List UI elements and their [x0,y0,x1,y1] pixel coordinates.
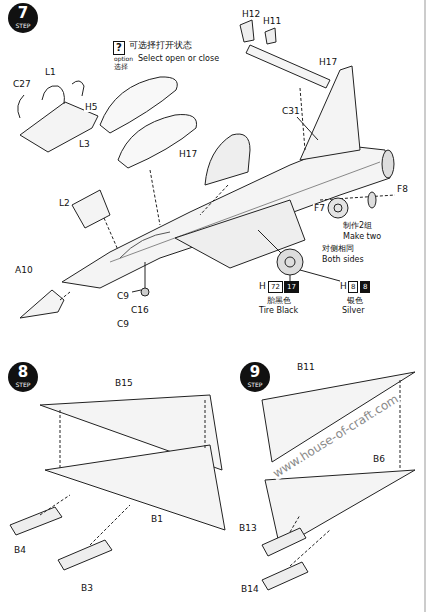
note-text: 银色 [346,297,364,305]
part-label: B14 [240,585,260,594]
part-label: C16 [130,306,150,315]
note-text: Make two [342,233,382,241]
canopy-open [118,115,197,168]
note-text: Tire Black [258,307,299,315]
canopy-frame-l3 [20,102,98,152]
part-label: L1 [44,68,57,77]
part-h11 [265,28,276,44]
wing-upper-b11 [262,372,415,462]
part-l1 [42,86,64,104]
option-icon: ? [113,41,125,55]
part-label: B1 [150,515,164,524]
color-chip: 72 [268,281,283,293]
note-text: Select open or close [137,55,220,63]
node-text: 8 [351,283,355,291]
exhaust-nozzle [382,150,394,178]
step-badge: 8STEP [8,362,38,392]
part-h12 [240,20,254,42]
part-label: H17 [178,150,198,159]
color-chip: 8 [360,281,370,293]
part-label: B13 [238,524,258,533]
color-chip: 8 [348,281,358,293]
part-label: L3 [78,140,91,149]
windscreen-h17 [205,134,250,185]
part-h5 [72,81,84,96]
part-label: C9 [116,320,130,329]
part-label: F7 [313,204,326,213]
wing-lower-b1 [45,445,225,530]
color-chip: 17 [284,281,299,293]
part-label: H5 [84,103,99,112]
step-number: 7 [8,3,38,22]
node-text: 8 [363,283,367,291]
step-word: STEP [8,381,38,388]
note-text: Both sides [321,256,365,264]
flap-b3 [58,540,112,570]
note-text: Silver [341,307,365,315]
part-label: L2 [58,199,71,208]
cockpit-opening [120,232,170,258]
flap-b14 [262,562,308,590]
note-text: 胎黑色 [266,297,292,305]
part-label: B15 [114,379,134,388]
part-label: H12 [241,10,261,19]
part-label: C9 [116,292,130,301]
part-label: H17 [318,58,338,67]
node-text: ? [116,42,122,53]
step-word: STEP [8,22,38,29]
part-label: C31 [281,107,301,116]
flap-b13 [262,528,306,556]
step-number: 9 [240,362,270,381]
part-label: B6 [372,455,386,464]
nose-cone [20,290,64,318]
node-text: 72 [271,283,280,291]
part-label: A10 [14,266,34,275]
step-number: 8 [8,362,38,381]
part-label: B4 [13,546,27,555]
part-label: B11 [296,363,316,372]
part-label: C27 [12,80,32,89]
step-badge: 9STEP [240,362,270,392]
wheel-f7 [328,198,348,218]
part-l2 [72,190,110,228]
part-label: H [339,282,348,291]
note-text: 选择 [113,64,129,71]
hub-f8 [368,192,376,208]
part-label: H11 [262,17,282,26]
step-badge: 7STEP [8,3,38,33]
part-label: B3 [80,584,94,593]
part-c27 [18,95,24,118]
part-label: F8 [396,185,409,194]
note-text: 制作2组 [342,222,373,230]
step-word: STEP [240,381,270,388]
node-text: 17 [287,283,296,291]
part-label: H [258,282,267,291]
note-text: 可选择打开状态 [128,41,193,50]
note-text: option [113,56,134,62]
main-wheel [277,249,303,275]
flap-b4 [10,507,62,535]
note-text: 对侧相同 [321,245,355,253]
